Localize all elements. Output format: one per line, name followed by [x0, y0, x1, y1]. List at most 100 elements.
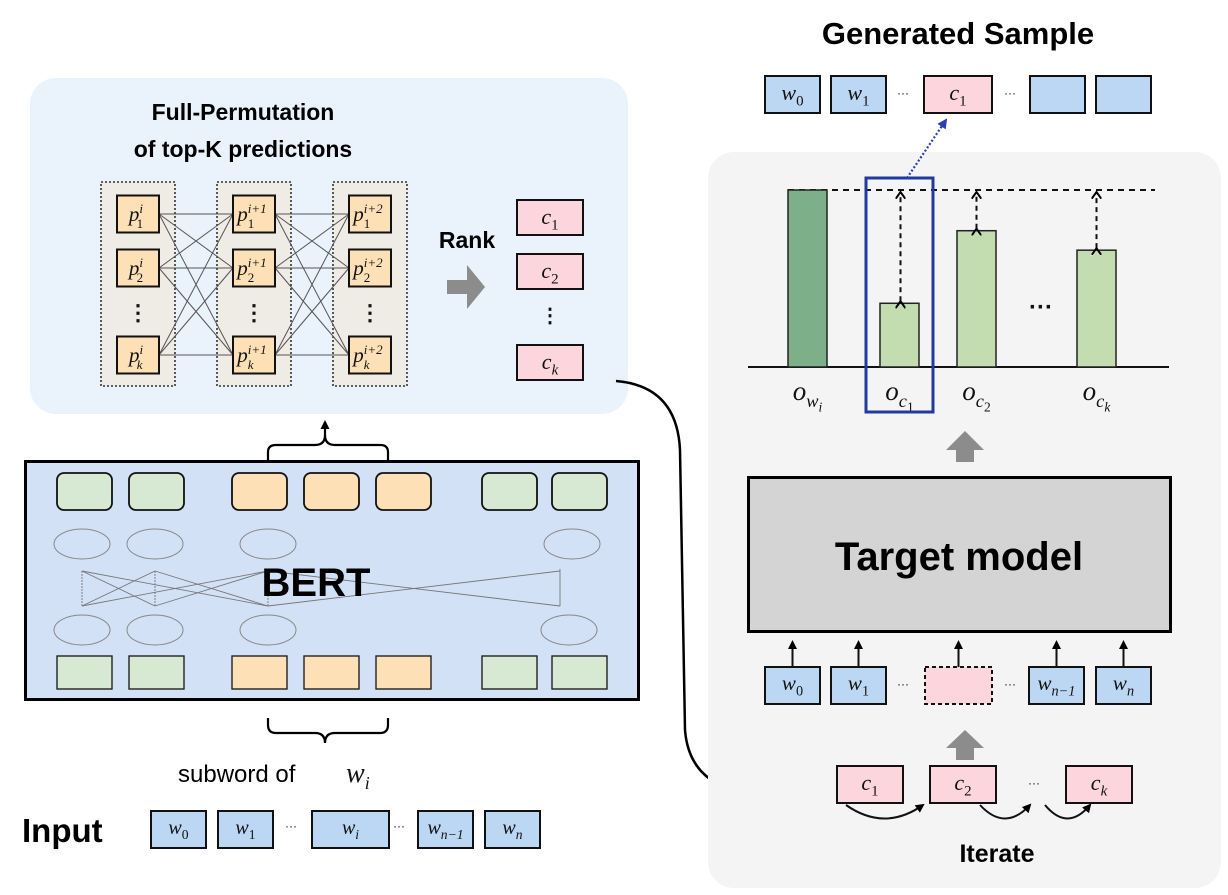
bert-output-token [231, 472, 288, 511]
bert-input-token [375, 655, 432, 690]
permutation-connections [158, 213, 350, 356]
permutation-panel-bg [30, 78, 628, 414]
subword-caption: subword of wi [178, 758, 370, 793]
bert-model: BERT [24, 460, 640, 701]
bert-output-token [375, 472, 432, 511]
input-token: wn−1 [417, 810, 474, 849]
target-input-label: w0 [782, 671, 803, 699]
target-input-token: w0 [764, 640, 821, 705]
input-token-label: w1 [235, 817, 255, 842]
ranked-candidate: c1 [516, 199, 584, 236]
iterate-label: Iterate [959, 840, 1034, 868]
vertical-ellipsis: ⋮ [243, 300, 265, 325]
bar-label: ock [1083, 376, 1112, 415]
target-input-token: w1 [830, 640, 887, 705]
permutation-edge [274, 267, 350, 356]
up-arrow-icon [946, 730, 984, 760]
target-input-label: wn−1 [1038, 671, 1076, 699]
input-token-label: wn [502, 817, 522, 842]
bar-ellipsis: ··· [1029, 294, 1053, 321]
permutation-edge [274, 213, 350, 356]
target-input-label: w1 [848, 671, 869, 699]
ranked-candidate: c2 [516, 253, 584, 290]
bert-attention-lines [81, 569, 561, 607]
target-input-label: wn [1113, 671, 1134, 699]
permutation-title-line2: of top-K predictions [134, 136, 352, 162]
bar-candidate [1076, 249, 1117, 368]
generated-token-label: w1 [847, 80, 869, 110]
bert-input-token [303, 655, 360, 690]
iterate-candidate-label: c2 [954, 770, 971, 800]
bert-hidden-unit [543, 528, 601, 560]
ellipsis: ··· [897, 677, 909, 691]
subword-brace-top [266, 434, 390, 460]
ellipsis: ··· [1028, 776, 1040, 790]
highlight-box [864, 176, 935, 414]
generated-word-token: w1 [830, 75, 887, 114]
bert-output-token [56, 472, 113, 511]
iterate-arrow [1044, 803, 1092, 820]
bert-output-token [303, 472, 360, 511]
bert-input-token [481, 655, 538, 690]
subword-brace-bottom [266, 718, 390, 744]
bert-hidden-unit [239, 614, 297, 646]
generated-word-token [1029, 75, 1086, 114]
iterate-arrow [845, 803, 925, 820]
permutation-edge [274, 213, 350, 269]
iterate-candidate-label: ck [1091, 770, 1108, 800]
vertical-ellipsis: ⋮ [359, 300, 381, 325]
iterate-candidate: ck [1065, 765, 1133, 804]
candidate-label: c2 [541, 258, 558, 288]
target-model-inputs: w0 w1 wn−1 wn ··· ··· [764, 640, 1152, 705]
iterate-candidates: c1 c2 ck ··· [836, 765, 1133, 820]
iterate-candidate-label: c1 [861, 770, 878, 800]
subword-caption-math: wi [346, 758, 370, 793]
bar-original-word [787, 189, 828, 368]
generated-word-token [1095, 75, 1152, 114]
target-input-token: wn [1095, 640, 1152, 705]
input-label: Input [22, 812, 103, 849]
bar-label: owi [793, 376, 823, 415]
bert-input-token [551, 655, 608, 690]
ellipsis: ··· [285, 819, 297, 833]
up-arrow-icon [946, 431, 984, 462]
input-token: wi [311, 810, 390, 849]
input-token: w0 [150, 810, 207, 849]
generated-token-label: c1 [949, 80, 966, 110]
ellipsis: ··· [1004, 677, 1016, 691]
generated-word-token: w0 [764, 75, 821, 114]
bert-hidden-unit [126, 614, 184, 646]
bert-input-token [56, 655, 113, 690]
input-token-label: w0 [168, 817, 188, 842]
generated-candidate-token: c1 [923, 75, 993, 114]
bert-internals [53, 472, 608, 690]
bert-input-token [231, 655, 288, 690]
input-token-label: wi [342, 817, 359, 842]
vertical-ellipsis: ⋮ [540, 305, 560, 327]
rank-label: Rank [439, 227, 495, 253]
vertical-ellipsis: ⋮ [127, 300, 149, 325]
ellipsis: ··· [897, 86, 909, 100]
candidate-slot [924, 640, 993, 705]
bar-label: oc1 [885, 376, 913, 415]
candidate-label: c1 [541, 204, 558, 234]
permutation-edge [158, 213, 234, 269]
